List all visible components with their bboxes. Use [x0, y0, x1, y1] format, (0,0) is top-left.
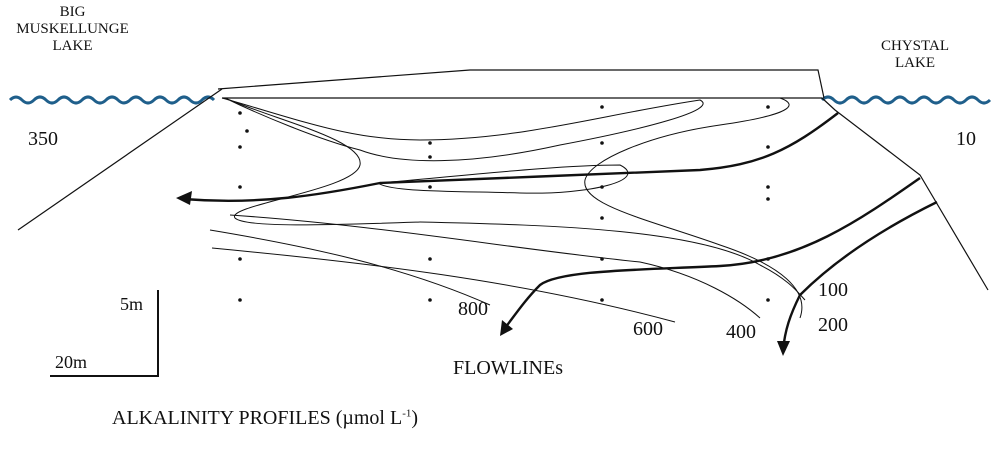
contour-label-200: 200: [818, 314, 848, 336]
alkalinity-contours: [209, 97, 806, 323]
right-lake-water-surface: [820, 95, 992, 105]
left-lake-value: 350: [28, 128, 58, 150]
contour-label-100: 100: [818, 279, 848, 301]
flowlines-label: FLOWLINEs: [453, 357, 563, 379]
contour-upper-tongue: [221, 97, 704, 162]
ground-surface: [17, 69, 989, 291]
contour-800: [209, 229, 491, 306]
contour-label-800: 800: [458, 298, 488, 320]
scale-horizontal-label: 20m: [55, 352, 88, 372]
arrowhead-bottom-right: [777, 341, 790, 356]
scale-bar: [50, 290, 159, 377]
contour-100: [419, 221, 806, 301]
left-lake-label-line-1: BIG: [59, 4, 86, 20]
scale-vertical-label: 5m: [120, 294, 144, 314]
left-lake-water-surface: [8, 95, 216, 105]
contour-label-600: 600: [633, 318, 663, 340]
flowline-1: [182, 112, 839, 202]
figure-caption-superscript: -1: [402, 407, 412, 420]
contour-lobe: [224, 97, 421, 226]
figure-caption-end: ): [411, 407, 419, 429]
left-lake-label-line-2: MUSKELLUNGE: [16, 21, 129, 37]
arrowhead-bottom-middle: [500, 320, 513, 336]
arrowhead-left: [176, 191, 192, 205]
figure-caption: ALKALINITY PROFILES (µmol L-1): [112, 407, 418, 430]
flowlines: [182, 112, 938, 351]
contour-label-400: 400: [726, 321, 756, 343]
contour-200: [584, 97, 803, 319]
contour-600: [211, 247, 676, 323]
flowline-2: [504, 177, 921, 329]
flowline-3: [781, 200, 938, 351]
figure-caption-text: ALKALINITY PROFILES (µmol L: [112, 407, 403, 429]
right-lake-label-line-1: CHYSTAL: [881, 38, 949, 54]
left-lake-label-line-3: LAKE: [52, 38, 93, 54]
left-lake-label: BIG MUSKELLUNGE LAKE: [0, 4, 145, 55]
flowline-arrowheads: [176, 191, 790, 356]
right-lake-value: 10: [956, 128, 976, 150]
sampling-points: [238, 105, 770, 302]
contour-inner: [376, 164, 629, 194]
right-lake-label-line-2: LAKE: [895, 55, 935, 71]
contour-400: [229, 214, 761, 319]
right-lake-label: CHYSTAL LAKE: [850, 38, 980, 72]
